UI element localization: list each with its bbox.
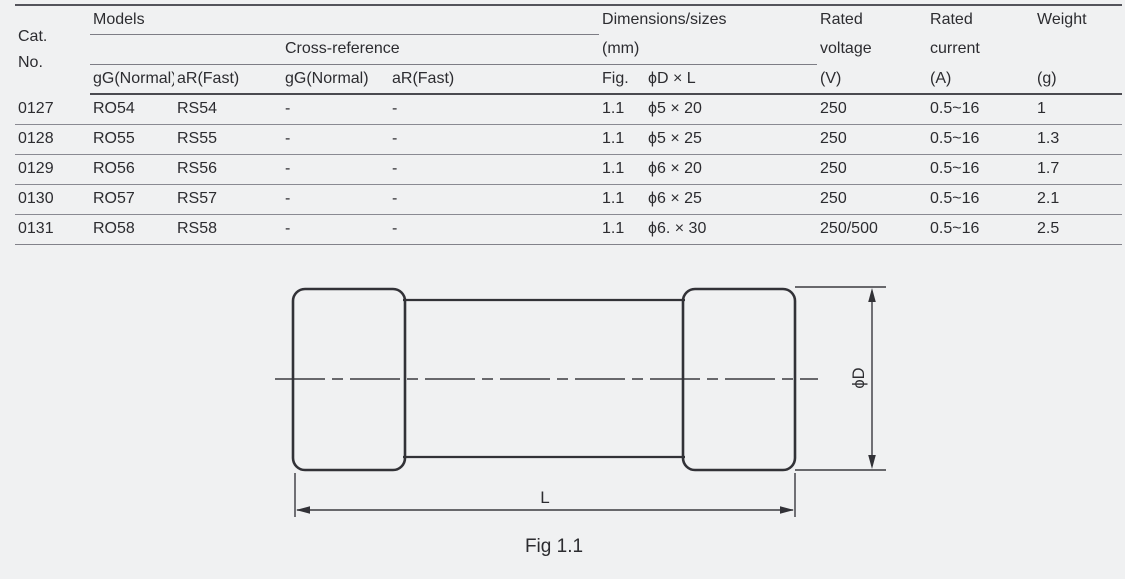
subheader-current-unit: (A) [927,64,1035,95]
cell-model-gg: RO54 [90,94,174,125]
table-row: 0128 RO55 RS55 - - 1.1 ϕ5 × 25 250 0.5~1… [15,124,1123,155]
cell-current: 0.5~16 [927,184,1035,215]
cell-weight: 1.7 [1034,154,1123,185]
cell-d-x-l: ϕ6 × 20 [645,154,818,185]
cell-fig: 1.1 [599,214,646,245]
subheader-ar-fast: aR(Fast) [174,64,282,95]
cell-model-ar: RS57 [174,184,282,215]
table-row: 0127 RO54 RS54 - - 1.1 ϕ5 × 20 250 0.5~1… [15,94,1123,125]
cell-xref-ar: - [389,94,600,125]
cell-cat-no: 0128 [15,124,90,155]
diameter-arrow-up [868,288,876,302]
header-weight: Weight [1034,4,1123,34]
cell-xref-gg: - [282,94,389,125]
cell-model-ar: RS56 [174,154,282,185]
header-weight-spacer [1034,34,1122,64]
cell-d-x-l: ϕ6 × 25 [645,184,818,215]
length-arrow-left [296,506,310,514]
table-row: 0131 RO58 RS58 - - 1.1 ϕ6. × 30 250/500 … [15,214,1123,245]
cell-current: 0.5~16 [927,154,1035,185]
cell-weight: 2.1 [1034,184,1123,215]
header-row-3: gG(Normal) aR(Fast) gG(Normal) aR(Fast) … [15,64,1123,95]
cell-model-gg: RO55 [90,124,174,155]
cell-fig: 1.1 [599,94,646,125]
fuse-left-cap [291,287,407,472]
cell-current: 0.5~16 [927,94,1035,125]
table-row: 0129 RO56 RS56 - - 1.1 ϕ6 × 20 250 0.5~1… [15,154,1123,185]
header-row-1: Cat. No. Models Dimensions/sizes Rated R… [15,4,1123,94]
cell-current: 0.5~16 [927,214,1035,245]
cell-xref-ar: - [389,184,600,215]
subheader-fig: Fig. [599,64,646,95]
length-arrow-right [780,506,794,514]
cell-fig: 1.1 [599,124,646,155]
header-cat-line1: Cat. [18,28,48,45]
cell-model-ar: RS54 [174,94,282,125]
cell-current: 0.5~16 [927,124,1035,155]
header-rated-voltage-line1: Rated [817,4,928,34]
cell-xref-gg: - [282,154,389,185]
subheader-weight-unit: (g) [1034,64,1123,95]
cell-voltage: 250 [817,184,928,215]
cell-xref-ar: - [389,154,600,185]
cell-voltage: 250 [817,94,928,125]
cell-voltage: 250 [817,154,928,185]
cell-xref-gg: - [282,124,389,155]
cell-model-gg: RO58 [90,214,174,245]
header-cross-reference: Cross-reference [282,34,600,65]
cell-xref-gg: - [282,214,389,245]
header-xref-spacer [90,34,282,65]
cell-fig: 1.1 [599,154,646,185]
subheader-gg-normal: gG(Normal) [90,64,174,95]
cell-fig: 1.1 [599,184,646,215]
cell-weight: 1.3 [1034,124,1123,155]
header-rated-voltage-line2: voltage [820,40,872,57]
cell-weight: 2.5 [1034,214,1123,245]
cell-model-ar: RS55 [174,124,282,155]
length-label: L [540,488,549,507]
header-cat-no: Cat. No. [15,4,90,94]
header-rated-current-line2: current [930,40,980,57]
cell-voltage: 250 [817,124,928,155]
diameter-arrow-down [868,455,876,469]
cell-voltage: 250/500 [817,214,928,245]
cell-cat-no: 0131 [15,214,90,245]
cell-cat-no: 0130 [15,184,90,215]
cell-d-x-l: ϕ5 × 20 [645,94,818,125]
table-row: 0130 RO57 RS57 - - 1.1 ϕ6 × 25 250 0.5~1… [15,184,1123,215]
subheader-d-x-l: ϕD × L [645,64,818,95]
cell-d-x-l: ϕ5 × 25 [645,124,818,155]
header-dimensions-line2: (mm) [599,34,818,65]
fuse-technical-drawing: ϕD L Fig 1.1 [275,286,886,557]
cell-model-ar: RS58 [174,214,282,245]
cell-xref-gg: - [282,184,389,215]
cell-model-gg: RO57 [90,184,174,215]
subheader-xref-gg-normal: gG(Normal) [282,64,389,95]
cell-d-x-l: ϕ6. × 30 [645,214,818,245]
figure-caption: Fig 1.1 [525,536,583,557]
header-rated-current-line1: Rated [927,4,1035,34]
cell-model-gg: RO56 [90,154,174,185]
fuse-spec-table: Cat. No. Models Dimensions/sizes Rated R… [15,4,1123,245]
header-dimensions-line1: Dimensions/sizes [599,4,818,34]
cell-xref-ar: - [389,124,600,155]
fuse-right-cap [681,287,797,472]
cell-cat-no: 0129 [15,154,90,185]
header-models-group: Models [90,4,600,35]
diameter-label: ϕD [850,367,868,388]
header-row-2: Cross-reference (mm) voltage current [15,34,1122,65]
subheader-voltage-unit: (V) [817,64,928,95]
cell-xref-ar: - [389,214,600,245]
header-cat-line2: No. [18,54,43,71]
cell-cat-no: 0127 [15,94,90,125]
subheader-xref-ar-fast: aR(Fast) [389,64,600,95]
cell-weight: 1 [1034,94,1123,125]
